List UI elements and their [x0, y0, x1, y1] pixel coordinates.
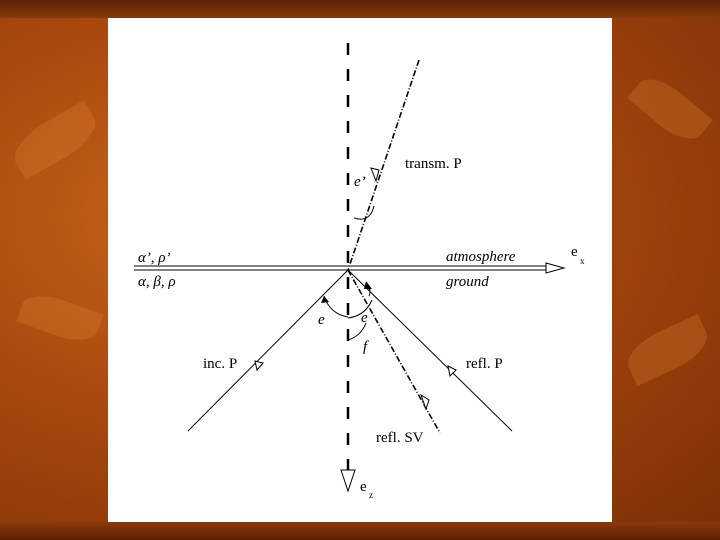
reflected-sv-arrow: [420, 393, 430, 411]
label-reflected-sv: refl. SV: [376, 430, 424, 446]
background-leaf: [16, 287, 104, 349]
angle-arc-sv: [347, 322, 367, 341]
reflected-p-arrow: [447, 365, 457, 378]
angle-arc-incident-tip: [321, 296, 329, 303]
label-axis-z: e: [360, 479, 367, 495]
angle-arc-top-tip: [364, 281, 372, 289]
background-leaf: [627, 68, 713, 150]
label-axis-x: e: [571, 244, 578, 260]
incident-p-ray: [187, 269, 349, 432]
incident-p-arrow: [254, 360, 264, 372]
background-leaf: [6, 100, 104, 180]
label-reflected-p: refl. P: [466, 356, 503, 372]
label-transmitted-p: transm. P: [405, 156, 462, 172]
background-band-bottom: [0, 522, 720, 540]
background-band-top: [0, 0, 720, 18]
label-axis-x-subscript: x: [580, 256, 585, 266]
z-axis-arrowhead: [340, 469, 356, 493]
label-angle-reflected: e: [361, 310, 368, 326]
reflected-p-ray: [347, 269, 513, 432]
label-axis-z-subscript: z: [369, 490, 373, 500]
label-angle-transmitted: e’: [354, 174, 366, 190]
x-axis-arrowhead: [545, 262, 566, 274]
label-ground: ground: [446, 274, 489, 290]
label-incident-p: inc. P: [203, 356, 237, 372]
wave-reflection-diagram: transm. P e’ α’, ρ’ α, β, ρ atmosphere g…: [134, 43, 585, 500]
angle-arc-incident: [323, 295, 349, 318]
angle-arc-transmitted: [353, 205, 375, 220]
label-atmosphere: atmosphere: [446, 249, 516, 265]
angle-arc-reflected: [347, 299, 373, 319]
background-leaf: [620, 313, 715, 387]
transmitted-p-ray: [347, 59, 420, 271]
label-angle-incident: e: [318, 312, 325, 328]
label-lower-medium-params: α, β, ρ: [138, 274, 176, 290]
diagram-panel: transm. P e’ α’, ρ’ α, β, ρ atmosphere g…: [108, 18, 612, 522]
label-upper-medium-params: α’, ρ’: [138, 250, 171, 266]
label-angle-sv: f: [363, 339, 369, 355]
transmitted-p-arrow: [370, 167, 380, 183]
